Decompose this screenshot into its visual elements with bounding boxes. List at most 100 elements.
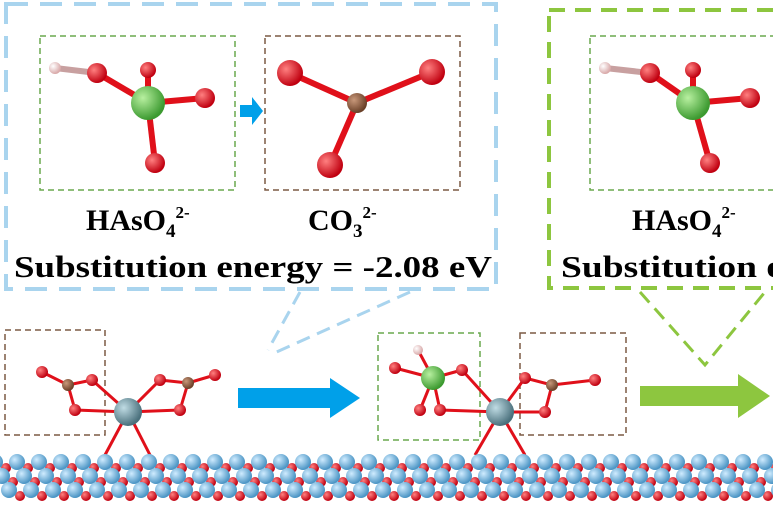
surface-oxygen-atom bbox=[741, 491, 751, 501]
surface-metal-atom bbox=[427, 454, 443, 470]
surface-metal-atom bbox=[764, 468, 773, 484]
surface-metal-atom bbox=[221, 482, 237, 498]
surface-oxygen-atom bbox=[323, 491, 333, 501]
surface-metal-atom bbox=[1, 482, 17, 498]
surface-metal-atom bbox=[683, 482, 699, 498]
surface-oxygen-atom bbox=[279, 491, 289, 501]
surface-metal-atom bbox=[214, 468, 230, 484]
surface-metal-atom bbox=[500, 468, 516, 484]
surface-metal-atom bbox=[412, 468, 428, 484]
surface-metal-atom bbox=[45, 482, 61, 498]
surface-metal-atom bbox=[236, 468, 252, 484]
surface-metal-atom bbox=[493, 454, 509, 470]
surface-oxygen-atom bbox=[411, 491, 421, 501]
surface-metal-atom bbox=[9, 454, 25, 470]
surface-metal-atom bbox=[31, 454, 47, 470]
surface-metal-atom bbox=[727, 482, 743, 498]
surface-metal-atom bbox=[529, 482, 545, 498]
surface-metal-atom bbox=[177, 482, 193, 498]
co3-molecule bbox=[277, 59, 445, 178]
surface-metal-atom bbox=[661, 482, 677, 498]
surface-oxygen-atom bbox=[543, 491, 553, 501]
surface-metal-atom bbox=[581, 454, 597, 470]
right-connector-lines bbox=[638, 291, 767, 368]
surface-metal-atom bbox=[654, 468, 670, 484]
surface-metal-atom bbox=[434, 468, 450, 484]
surface-metal-atom bbox=[353, 482, 369, 498]
surface-metal-atom bbox=[559, 454, 575, 470]
surface-metal-atom bbox=[573, 482, 589, 498]
right-reactant-formula: HAsO42- bbox=[632, 203, 736, 242]
surface-metal-atom bbox=[485, 482, 501, 498]
surface-oxygen-atom bbox=[103, 491, 113, 501]
surface-metal-atom bbox=[463, 482, 479, 498]
surface-metal-atom bbox=[471, 454, 487, 470]
surface-metal-atom bbox=[610, 468, 626, 484]
surface-metal-atom bbox=[199, 482, 215, 498]
surface-oxygen-atom bbox=[675, 491, 685, 501]
left-product-formula: CO32- bbox=[308, 203, 377, 242]
surface-metal-atom bbox=[89, 482, 105, 498]
surface-metal-atom bbox=[265, 482, 281, 498]
left-energy-text: Substitution energy = -2.08 eV bbox=[14, 249, 493, 284]
surface-oxygen-atom bbox=[81, 491, 91, 501]
surface-metal-atom bbox=[595, 482, 611, 498]
surface-oxygen-atom bbox=[389, 491, 399, 501]
surface-metal-atom bbox=[243, 482, 259, 498]
surface-metal-atom bbox=[207, 454, 223, 470]
surface-oxygen-atom bbox=[697, 491, 707, 501]
surface-oxygen-atom bbox=[125, 491, 135, 501]
surface-metal-atom bbox=[192, 468, 208, 484]
surface-metal-atom bbox=[53, 454, 69, 470]
surface-metal-atom bbox=[185, 454, 201, 470]
surface-metal-atom bbox=[691, 454, 707, 470]
surface-metal-atom bbox=[456, 468, 472, 484]
surface-metal-atom bbox=[383, 454, 399, 470]
surface-oxygen-atom bbox=[587, 491, 597, 501]
surface-metal-atom bbox=[676, 468, 692, 484]
surface-metal-atom bbox=[544, 468, 560, 484]
surface-metal-atom bbox=[119, 454, 135, 470]
surface-metal-atom bbox=[148, 468, 164, 484]
surface-metal-atom bbox=[82, 468, 98, 484]
surface-metal-atom bbox=[251, 454, 267, 470]
surface-oxygen-atom bbox=[565, 491, 575, 501]
surface-metal-atom bbox=[361, 454, 377, 470]
surface-metal-atom bbox=[566, 468, 582, 484]
surface-oxygen-atom bbox=[631, 491, 641, 501]
surface-metal-atom bbox=[229, 454, 245, 470]
surface-oxygen-atom bbox=[367, 491, 377, 501]
surface-oxygen-atom bbox=[345, 491, 355, 501]
surface-oxygen-atom bbox=[213, 491, 223, 501]
surface-metal-atom bbox=[375, 482, 391, 498]
surface-oxygen-atom bbox=[763, 491, 773, 501]
surface-metal-atom bbox=[324, 468, 340, 484]
surface-oxygen-atom bbox=[191, 491, 201, 501]
small-blue-arrow bbox=[240, 97, 263, 125]
surface-metal-atom bbox=[757, 454, 773, 470]
surface-metal-atom bbox=[522, 468, 538, 484]
surface-oxygen-atom bbox=[147, 491, 157, 501]
surface-oxygen-atom bbox=[719, 491, 729, 501]
surface-metal-atom bbox=[749, 482, 765, 498]
surface-metal-atom bbox=[449, 454, 465, 470]
right-hasO4-molecule bbox=[599, 62, 760, 173]
surface-metal-atom bbox=[713, 454, 729, 470]
surface-oxygen-atom bbox=[15, 491, 25, 501]
initial-surface-complex bbox=[36, 366, 221, 456]
surface-metal-atom bbox=[515, 454, 531, 470]
surface-oxygen-atom bbox=[499, 491, 509, 501]
hasO4-molecule-box bbox=[39, 35, 236, 191]
surface-metal-atom bbox=[735, 454, 751, 470]
surface-oxygen-atom bbox=[59, 491, 69, 501]
surface-metal-atom bbox=[273, 454, 289, 470]
surface-metal-atom bbox=[302, 468, 318, 484]
surface-metal-atom bbox=[111, 482, 127, 498]
surface-metal-atom bbox=[23, 482, 39, 498]
surface-oxygen-atom bbox=[257, 491, 267, 501]
surface-metal-atom bbox=[16, 468, 32, 484]
surface-oxygen-atom bbox=[235, 491, 245, 501]
surface-metal-atom bbox=[603, 454, 619, 470]
surface-metal-atom bbox=[698, 468, 714, 484]
